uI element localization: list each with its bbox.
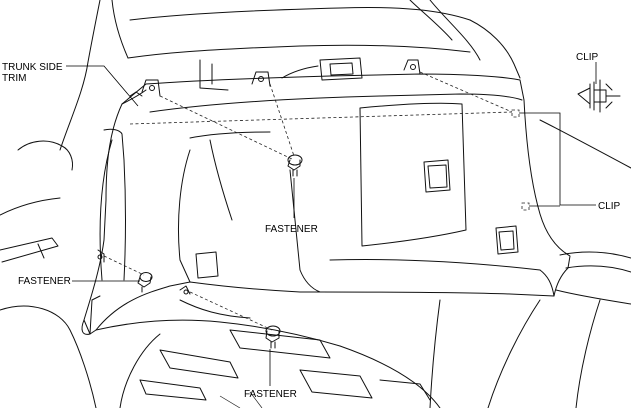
- clip-position-upper: [511, 109, 520, 118]
- trunk-side-trim-panel: [81, 73, 571, 335]
- fastener-bottom-icon: [265, 325, 281, 349]
- fastener-label-bottom: FASTENER: [244, 389, 297, 400]
- cargo-floor: [95, 299, 441, 408]
- fastener-label-left: FASTENER: [18, 276, 71, 287]
- fastener-center-icon: [287, 154, 303, 177]
- fastener-label-center: FASTENER: [265, 224, 318, 235]
- leader-lines: [66, 62, 597, 386]
- trunk-side-trim-label-line2: TRIM: [2, 73, 27, 84]
- removal-direction-lines: [103, 71, 513, 331]
- trunk-side-trim-label: TRUNK SIDE TRIM: [2, 62, 63, 84]
- clip-position-lower: [521, 202, 530, 211]
- trunk-side-trim-label-line1: TRUNK SIDE: [2, 62, 63, 73]
- clip-label-right: CLIP: [598, 201, 621, 212]
- mounting-tabs: [97, 59, 421, 295]
- clip-label-top: CLIP: [576, 52, 599, 63]
- clip-detail-icon: [577, 79, 621, 113]
- fastener-left-icon: [137, 272, 153, 293]
